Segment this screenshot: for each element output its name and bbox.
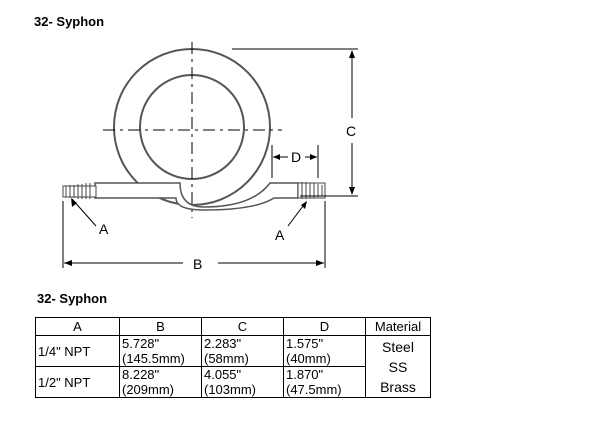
dim-label-a-right: A [275, 227, 285, 243]
dim-label-c: C [346, 123, 356, 139]
cell-c: 2.283"(58mm) [201, 335, 284, 367]
dim-label-d: D [291, 149, 301, 165]
dimensions-table: A B C D Material 1/4" NPT 5.728"(145.5mm… [35, 317, 431, 398]
cell-d: 1.870"(47.5mm) [283, 366, 366, 398]
header-c: C [201, 317, 284, 336]
table-header-row: A B C D Material [35, 317, 431, 336]
page-title: 32- Syphon [34, 14, 105, 29]
right-threaded-end [297, 182, 326, 199]
header-b: B [119, 317, 202, 336]
cell-size: 1/4" NPT [35, 335, 120, 367]
cell-d: 1.575"(40mm) [283, 335, 366, 367]
syphon-tube [94, 182, 299, 211]
table-title: 32- Syphon [37, 291, 108, 306]
table-row: 1/4" NPT 5.728"(145.5mm) 2.283"(58mm) 1.… [35, 335, 431, 398]
dim-label-a-left: A [99, 221, 109, 237]
cell-b: 5.728"(145.5mm) [119, 335, 202, 367]
header-material: Material [365, 317, 431, 336]
cell-c: 4.055"(103mm) [201, 366, 284, 398]
syphon-drawing: C D B A A [62, 42, 358, 272]
table-row: 1/2" NPT 8.228"(209mm) 4.055"(103mm) 1.8… [35, 366, 431, 398]
dim-label-b: B [193, 256, 202, 272]
cell-b: 8.228"(209mm) [119, 366, 202, 398]
header-d: D [283, 317, 366, 336]
header-a: A [35, 317, 120, 336]
cell-size: 1/2" NPT [35, 366, 120, 398]
left-threaded-end [62, 183, 97, 199]
